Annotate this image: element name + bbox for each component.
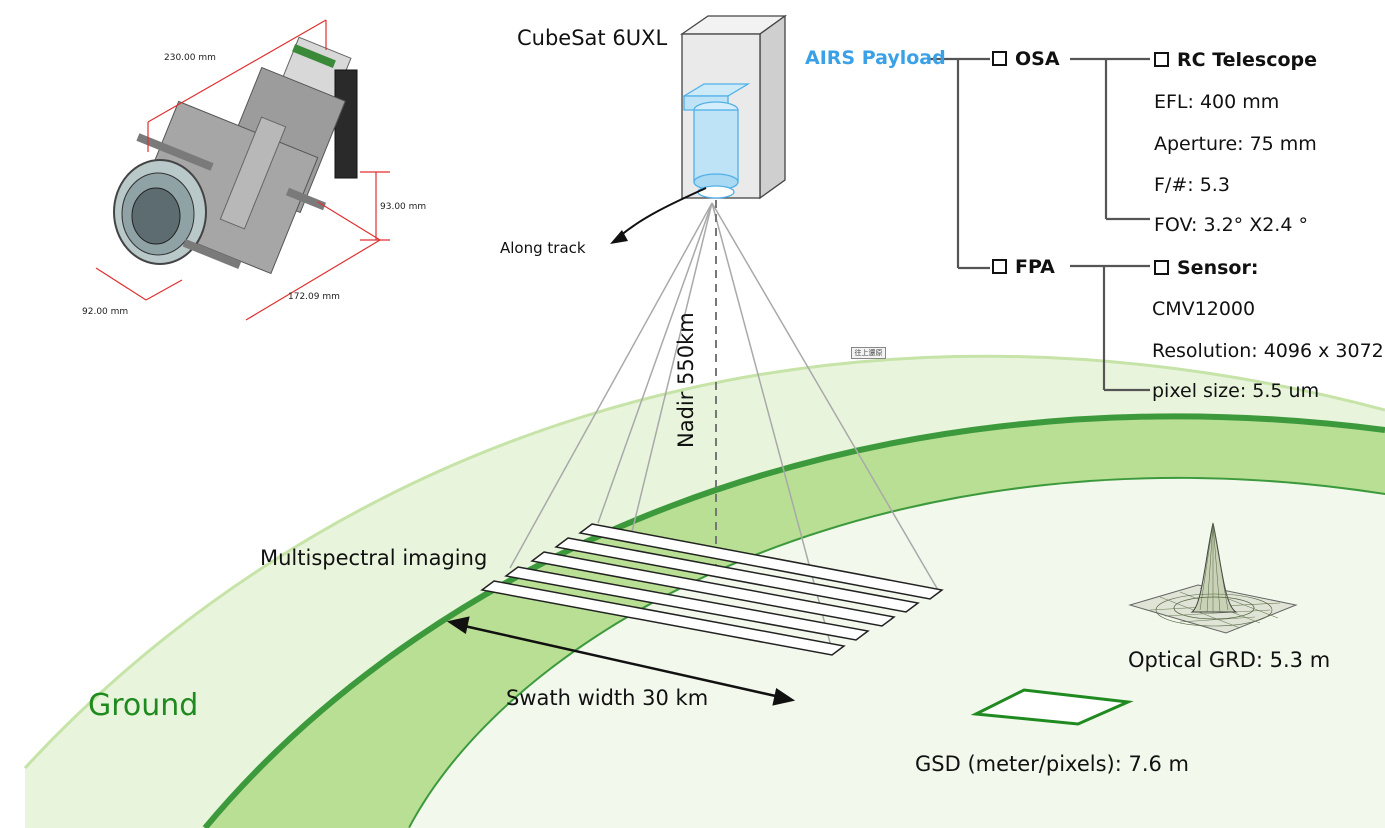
osa-node: OSA [992,48,1060,70]
swath-arrow [446,616,796,706]
sensor-model-spec: CMV12000 [1152,298,1256,320]
dimension-93-label: 93.00 mm [380,202,427,212]
tree-connectors [930,57,1150,392]
along-track-label: Along track [500,239,586,257]
rc-telescope-checkbox-icon [1154,52,1169,67]
gsd-pixel-footprint [970,688,1134,726]
along-track-arrowhead [610,230,628,244]
multispectral-label: Multispectral imaging [260,546,488,570]
ground-label: Ground [88,688,199,723]
dimension-230-label: 230.00 mm [164,53,216,63]
dimension-92-label: 92.00 mm [82,307,129,317]
cubesat-label: CubeSat 6UXL [517,26,668,50]
osa-label: OSA [1015,48,1060,70]
sensor-node: Sensor: [1154,257,1258,279]
dimension-lines [95,19,390,321]
airs-payload-root: AIRS Payload [805,47,946,69]
fnumber-spec: F/#: 5.3 [1154,174,1230,196]
resolution-spec: Resolution: 4096 x 3072 [1152,340,1384,362]
fpa-node: FPA [992,256,1055,278]
camera-cad-render [113,36,358,275]
ground-inner-edge-top [202,413,1385,828]
rc-telescope-label: RC Telescope [1177,49,1318,71]
fpa-checkbox-icon [992,259,1007,274]
rc-telescope-node: RC Telescope [1154,49,1317,71]
dimension-172-label: 172.09 mm [288,292,340,302]
swath-stripes [480,523,944,656]
restore-stamp: 往上還原 [851,347,886,359]
ground-lower-band [410,478,1385,828]
cubesat-body [679,14,788,200]
ground-outer-edge [23,354,1385,770]
optical-grd-label: Optical GRD: 5.3 m [1128,648,1331,672]
psf-mesh-plot [1128,522,1298,634]
gsd-label: GSD (meter/pixels): 7.6 m [915,752,1189,776]
nadir-label: Nadir 550km [674,312,698,448]
pixel-size-spec: pixel size: 5.5 um [1152,380,1320,402]
efl-spec: EFL: 400 mm [1154,91,1280,113]
fov-spec: FOV: 3.2° X2.4 ° [1154,214,1308,236]
swath-width-label: Swath width 30 km [506,686,709,710]
along-track-arrow [619,187,707,237]
sensor-label: Sensor: [1177,257,1259,279]
fpa-label: FPA [1015,256,1055,278]
sensor-checkbox-icon [1154,260,1169,275]
osa-checkbox-icon [992,51,1007,66]
aperture-spec: Aperture: 75 mm [1154,133,1317,155]
